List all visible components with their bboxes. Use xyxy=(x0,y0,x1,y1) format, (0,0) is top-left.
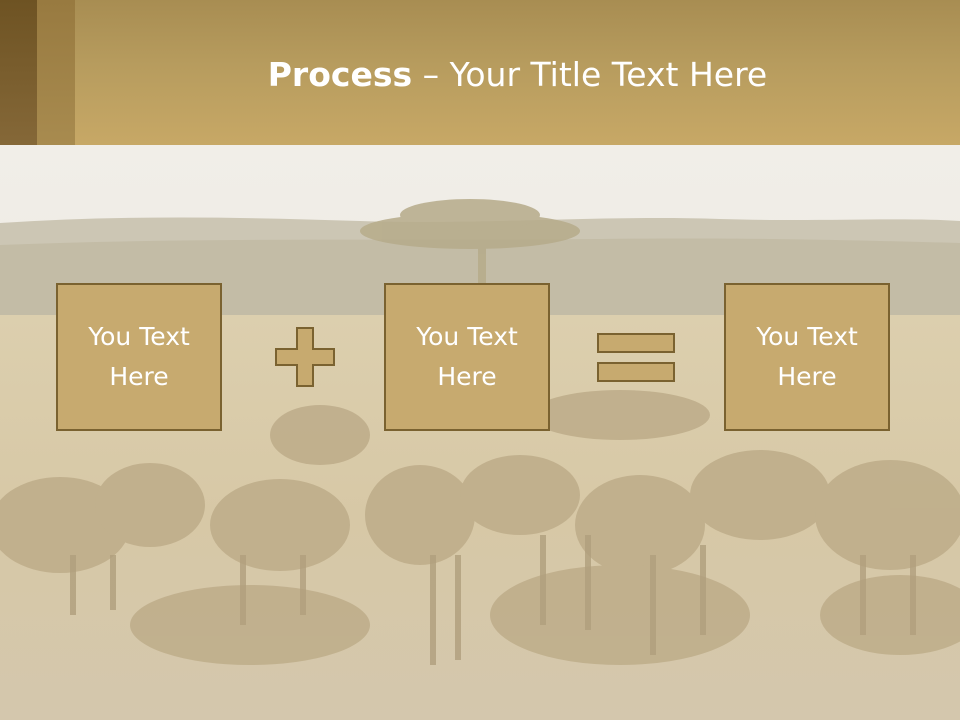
process-box-1-text: You Text Here xyxy=(88,322,190,391)
process-box-3-text: You Text Here xyxy=(756,322,858,391)
savanna-wildebeest-image xyxy=(0,145,960,720)
header-accent-mid xyxy=(37,0,75,145)
title-bold: Process xyxy=(267,55,413,94)
process-box-1[interactable]: You Text Here xyxy=(56,283,222,431)
background-photo xyxy=(0,145,960,720)
process-box-2[interactable]: You Text Here xyxy=(384,283,550,431)
title-rest: – Your Title Text Here xyxy=(412,55,768,94)
header-accent-dark xyxy=(0,0,37,145)
plus-icon xyxy=(275,327,335,387)
process-box-2-text: You Text Here xyxy=(416,322,518,391)
process-box-3[interactable]: You Text Here xyxy=(724,283,890,431)
slide-header: Process – Your Title Text Here xyxy=(0,0,960,145)
equals-icon xyxy=(597,333,675,382)
slide-title[interactable]: Process – Your Title Text Here xyxy=(75,54,960,96)
